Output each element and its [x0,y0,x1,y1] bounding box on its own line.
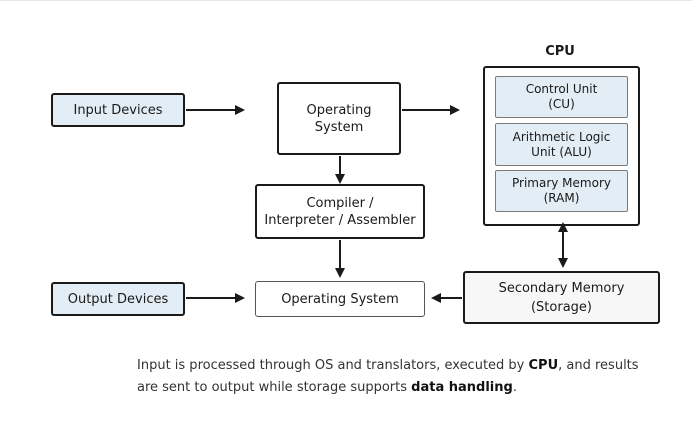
compiler-box: Compiler / Interpreter / Assembler [255,184,425,239]
operating-system-top-box: Operating System [277,82,401,155]
secondary-memory-box: Secondary Memory (Storage) [463,271,660,324]
diagram-caption: Input is processed through OS and transl… [137,355,657,399]
primary-memory-box: Primary Memory (RAM) [495,170,628,212]
caption-text-2: , and results are sent to output while s… [137,358,639,395]
alu-box: Arithmetic Logic Unit (ALU) [495,123,628,166]
output-devices-label: Output Devices [67,291,169,307]
secondary-memory-label: Secondary Memory [498,280,625,296]
cpu-title: CPU [545,44,575,59]
input-devices-box: Input Devices [51,93,185,127]
compiler-label: Compiler / Interpreter / Assembler [264,195,416,228]
secondary-memory-sublabel: (Storage) [530,299,592,315]
caption-text-3: . [512,380,517,395]
control-unit-box: Control Unit (CU) [495,76,628,118]
input-devices-label: Input Devices [73,102,163,118]
operating-system-bottom-label: Operating System [281,291,399,307]
top-divider [0,0,692,1]
operating-system-top-label: Operating System [306,102,372,135]
caption-bold-data-handling: data handling [411,380,513,395]
control-unit-label: Control Unit (CU) [525,82,598,111]
caption-text-1: Input is processed through OS and transl… [137,358,529,373]
primary-memory-label: Primary Memory (RAM) [512,176,611,205]
output-devices-box: Output Devices [51,282,185,316]
caption-bold-cpu: CPU [528,358,559,373]
operating-system-bottom-box: Operating System [255,281,425,317]
alu-label: Arithmetic Logic Unit (ALU) [512,129,611,159]
